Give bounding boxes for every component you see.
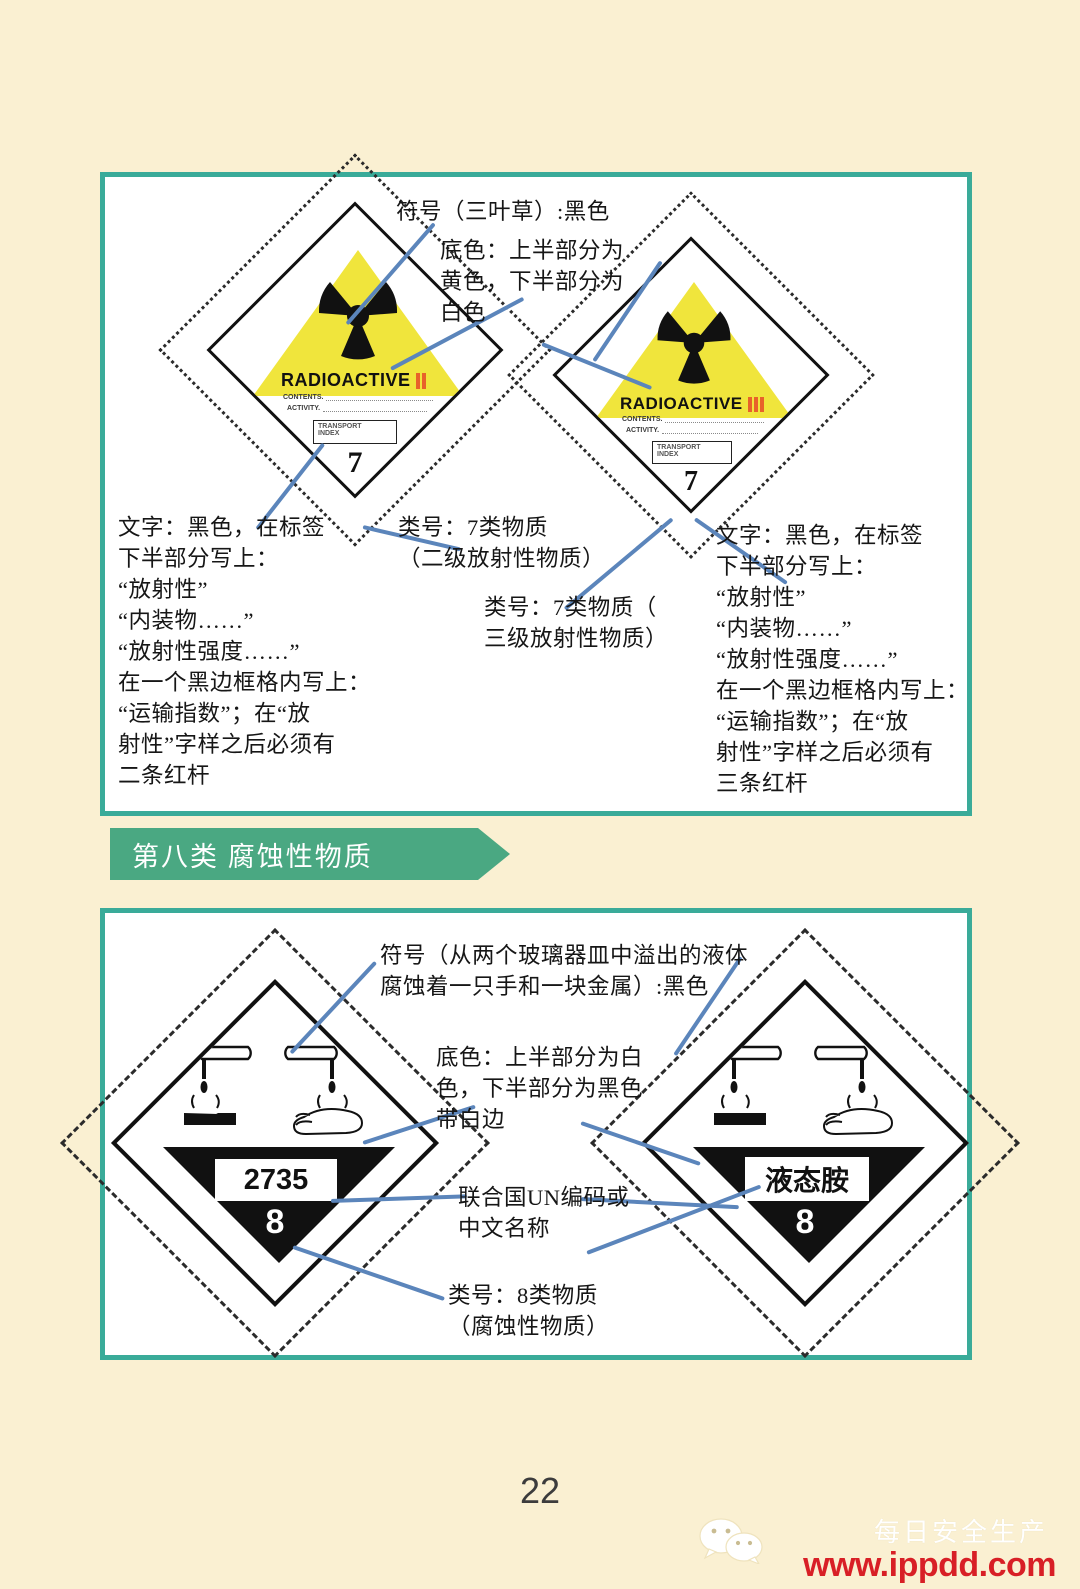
watermark: 每日安全生产 www.ippdd.com [682, 1510, 1062, 1584]
corrosive-panel: 2735 8 [60, 908, 1020, 1360]
trefoil-icon [318, 282, 398, 360]
corrosive-liquid-amine-placard: 液态胺 8 [590, 928, 1020, 1358]
note-radioactive-symbol: 符号（三叶草）:黑色 [396, 199, 610, 224]
transport-index-line1: TRANSPORT [657, 444, 701, 451]
corrosive-2735-placard: 2735 8 [60, 928, 490, 1358]
watermark-account: 每日安全生产 [873, 1518, 1048, 1547]
corrosive-liquid-amine-un-box: 液态胺 [745, 1157, 869, 1201]
note-radioactive-class-right: 类号：7类物质（ 三级放射性物质） [484, 595, 669, 651]
contents-dotted-rule [326, 400, 433, 401]
note-corrosive-background: 底色：上半部分为白 色，下半部分为黑色 带白边 [436, 1045, 644, 1132]
corrosive-2735-body: 2735 8 [110, 978, 440, 1308]
radioactive-ii-title: RADIOACTIVE [281, 370, 411, 390]
radioactive-iii-activity-label: ACTIVITY. [626, 427, 660, 434]
transport-index-line2: INDEX [657, 451, 679, 458]
radioactive-ii-activity-label: ACTIVITY. [287, 405, 321, 412]
corrosion-icon [714, 1045, 894, 1136]
corrosive-liquid-amine-un-text: 液态胺 [764, 1165, 849, 1196]
note-corrosive-un-code: 联合国UN编码或 中文名称 [458, 1185, 630, 1241]
corrosion-icon [184, 1045, 364, 1136]
wechat-icon [699, 1518, 763, 1564]
activity-dotted-rule [662, 433, 758, 434]
note-radioactive-class-left: 类号：7类物质 （二级放射性物质） [398, 515, 606, 571]
note-corrosive-symbol: 符号（从两个玻璃器皿中溢出的液体 腐蚀着一只手和一块金属）:黑色 [380, 943, 749, 999]
note-radioactive-text-left: 文字：黑色，在标签 下半部分写上： “放射性” “内装物……” “放射性强度……… [118, 515, 372, 788]
note-radioactive-text-right: 文字：黑色，在标签 下半部分写上： “放射性” “内装物……” “放射性强度……… [716, 523, 970, 796]
radioactive-ii-transport-index-box: TRANSPORT INDEX [313, 420, 397, 444]
radioactive-panel: RADIOACTIVE CONTENTS. ACTIVITY. [100, 153, 972, 816]
transport-index-line1: TRANSPORT [318, 423, 362, 430]
corrosive-liquid-amine-body: 液态胺 8 [640, 978, 970, 1308]
page-number: 22 [519, 1470, 561, 1511]
transport-index-line2: INDEX [318, 430, 340, 437]
radioactive-iii-transport-index-box: TRANSPORT INDEX [652, 441, 732, 464]
radioactive-ii-contents-label: CONTENTS. [283, 394, 324, 401]
corrosive-2735-un-text: 2735 [243, 1163, 309, 1196]
radioactive-iii-bars [747, 396, 764, 412]
watermark-site: www.ippdd.com [803, 1546, 1056, 1584]
contents-dotted-rule [665, 422, 764, 423]
note-corrosive-class: 类号：8类物质 （腐蚀性物质） [448, 1283, 610, 1339]
note-radioactive-background: 底色：上半部分为 黄色，下半部分为 白色 [440, 238, 625, 325]
radioactive-iii-contents-label: CONTENTS. [622, 416, 663, 423]
radioactive-iii-title: RADIOACTIVE [620, 394, 743, 413]
activity-dotted-rule [323, 411, 427, 412]
trefoil-icon [657, 311, 731, 384]
corrosive-2735-un-box: 2735 [215, 1159, 337, 1201]
section-banner-class-8: 第八类 腐蚀性物质 [110, 828, 510, 880]
radioactive-ii-bars [415, 372, 426, 389]
section-banner-label: 第八类 腐蚀性物质 [132, 841, 373, 872]
